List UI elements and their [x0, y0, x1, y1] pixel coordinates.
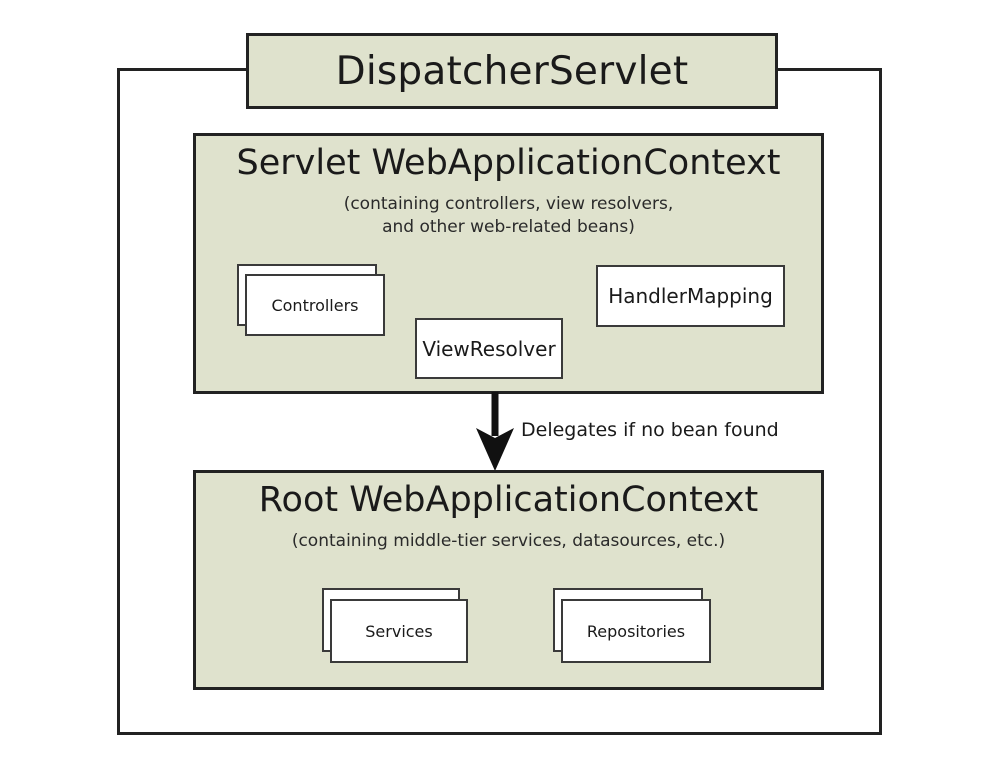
- handler-mapping-bean[interactable]: HandlerMapping: [596, 265, 785, 327]
- dispatcher-servlet-title: DispatcherServlet: [335, 48, 689, 94]
- repositories-bean-stack[interactable]: Repositories: [553, 588, 711, 664]
- services-bean-stack[interactable]: Services: [322, 588, 468, 664]
- dispatcher-servlet-box: DispatcherServlet: [246, 33, 778, 109]
- handler-mapping-label: HandlerMapping: [608, 284, 773, 308]
- view-resolver-bean[interactable]: ViewResolver: [415, 318, 563, 379]
- controllers-stack-front-sheet: Controllers: [245, 274, 385, 336]
- servlet-context-heading: Servlet WebApplicationContext: [236, 143, 781, 183]
- servlet-web-application-context-box: Servlet WebApplicationContext (containin…: [193, 133, 824, 394]
- root-context-subtitle: (containing middle-tier services, dataso…: [196, 530, 821, 553]
- root-context-subtitle-line-1: (containing middle-tier services, dataso…: [291, 531, 726, 551]
- servlet-context-subtitle-line-2: and other web-related beans): [382, 216, 635, 237]
- controllers-bean-stack[interactable]: Controllers: [237, 264, 385, 336]
- root-context-heading: Root WebApplicationContext: [258, 480, 759, 520]
- delegates-arrow-icon: [476, 392, 514, 471]
- services-label: Services: [365, 621, 433, 641]
- repositories-stack-front-sheet: Repositories: [561, 599, 711, 663]
- servlet-context-subtitle: (containing controllers, view resolvers,…: [196, 193, 821, 239]
- delegates-arrow-caption: Delegates if no bean found: [521, 419, 779, 441]
- repositories-label: Repositories: [586, 621, 686, 641]
- services-stack-front-sheet: Services: [330, 599, 468, 663]
- view-resolver-label: ViewResolver: [422, 336, 556, 361]
- servlet-context-subtitle-line-1: (containing controllers, view resolvers,: [343, 194, 674, 214]
- controllers-label: Controllers: [271, 295, 359, 315]
- root-web-application-context-box: Root WebApplicationContext (containing m…: [193, 470, 824, 690]
